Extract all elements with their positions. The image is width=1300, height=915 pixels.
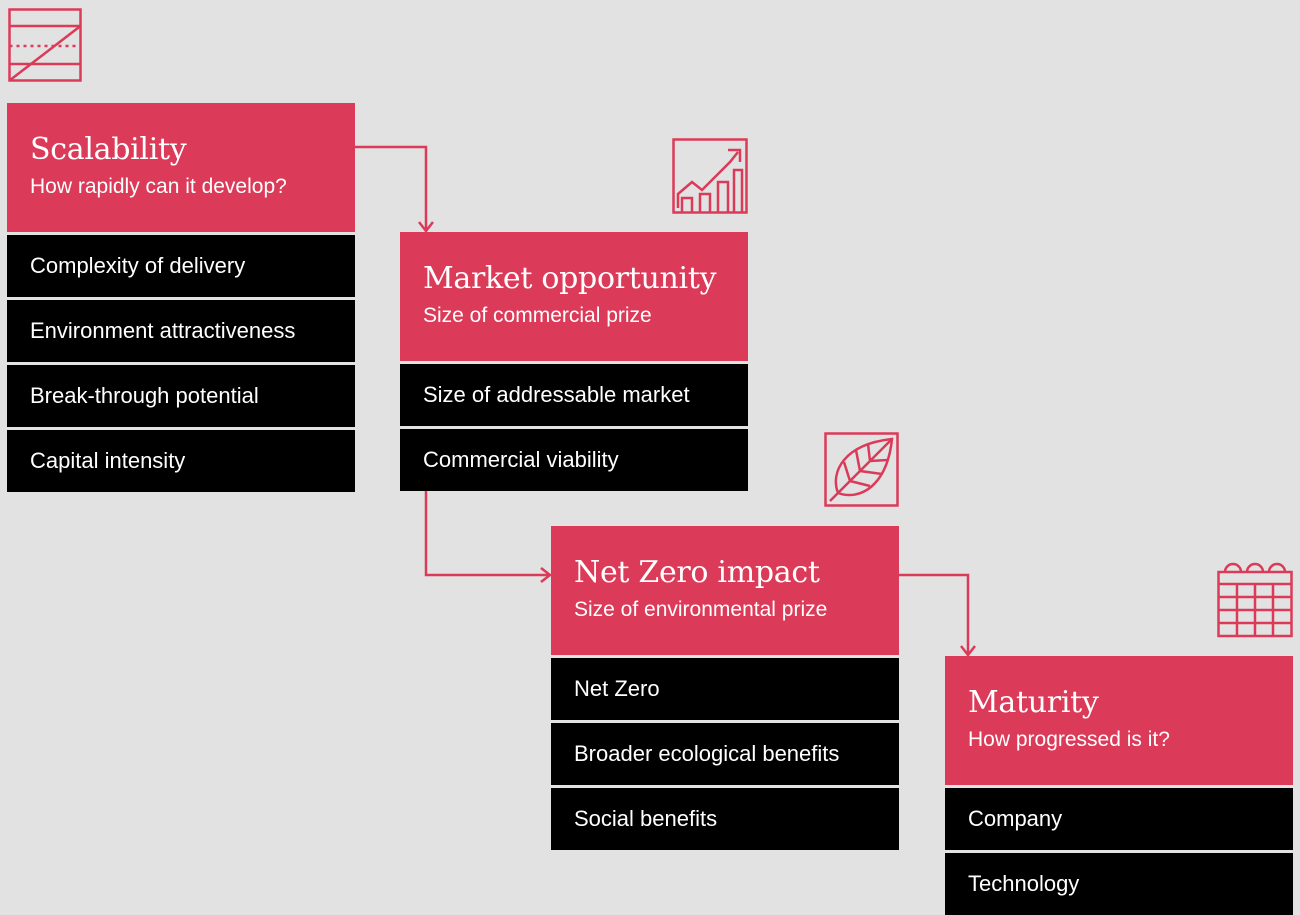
list-item: Environment attractiveness	[7, 300, 355, 362]
card-scalability: Scalability How rapidly can it develop? …	[7, 103, 355, 492]
arrow-market-to-netzero	[424, 490, 549, 577]
list-item: Complexity of delivery	[7, 235, 355, 297]
card-subtitle: Size of environmental prize	[574, 598, 828, 621]
card-header: Maturity How progressed is it?	[945, 656, 1293, 785]
card-header: Net Zero impact Size of environmental pr…	[551, 526, 899, 655]
card-maturity: Maturity How progressed is it? Company T…	[945, 656, 1293, 915]
card-title: Scalability	[30, 132, 187, 167]
list-item: Break-through potential	[7, 365, 355, 427]
leaf-icon	[824, 432, 899, 507]
calendar-icon	[1217, 562, 1293, 638]
card-subtitle: How rapidly can it develop?	[30, 175, 287, 198]
arrowhead-market	[418, 221, 434, 234]
arrowhead-maturity	[960, 645, 976, 658]
card-title: Market opportunity	[423, 261, 717, 296]
list-item: Net Zero	[551, 658, 899, 720]
list-item: Social benefits	[551, 788, 899, 850]
list-item: Commercial viability	[400, 429, 748, 491]
card-title: Maturity	[968, 685, 1099, 720]
list-item: Capital intensity	[7, 430, 355, 492]
card-title: Net Zero impact	[574, 555, 820, 590]
card-net-zero-impact: Net Zero impact Size of environmental pr…	[551, 526, 899, 850]
arrowhead-netzero	[540, 567, 553, 583]
list-item: Technology	[945, 853, 1293, 915]
arrow-scalability-to-market	[355, 145, 428, 230]
card-header: Market opportunity Size of commercial pr…	[400, 232, 748, 361]
card-subtitle: Size of commercial prize	[423, 304, 652, 327]
card-subtitle: How progressed is it?	[968, 728, 1170, 751]
growth-chart-icon	[672, 138, 748, 214]
list-item: Size of addressable market	[400, 364, 748, 426]
arrow-netzero-to-maturity	[899, 573, 970, 654]
card-market-opportunity: Market opportunity Size of commercial pr…	[400, 232, 748, 491]
list-item: Company	[945, 788, 1293, 850]
slope-icon	[8, 8, 82, 82]
list-item: Broader ecological benefits	[551, 723, 899, 785]
card-header: Scalability How rapidly can it develop?	[7, 103, 355, 232]
